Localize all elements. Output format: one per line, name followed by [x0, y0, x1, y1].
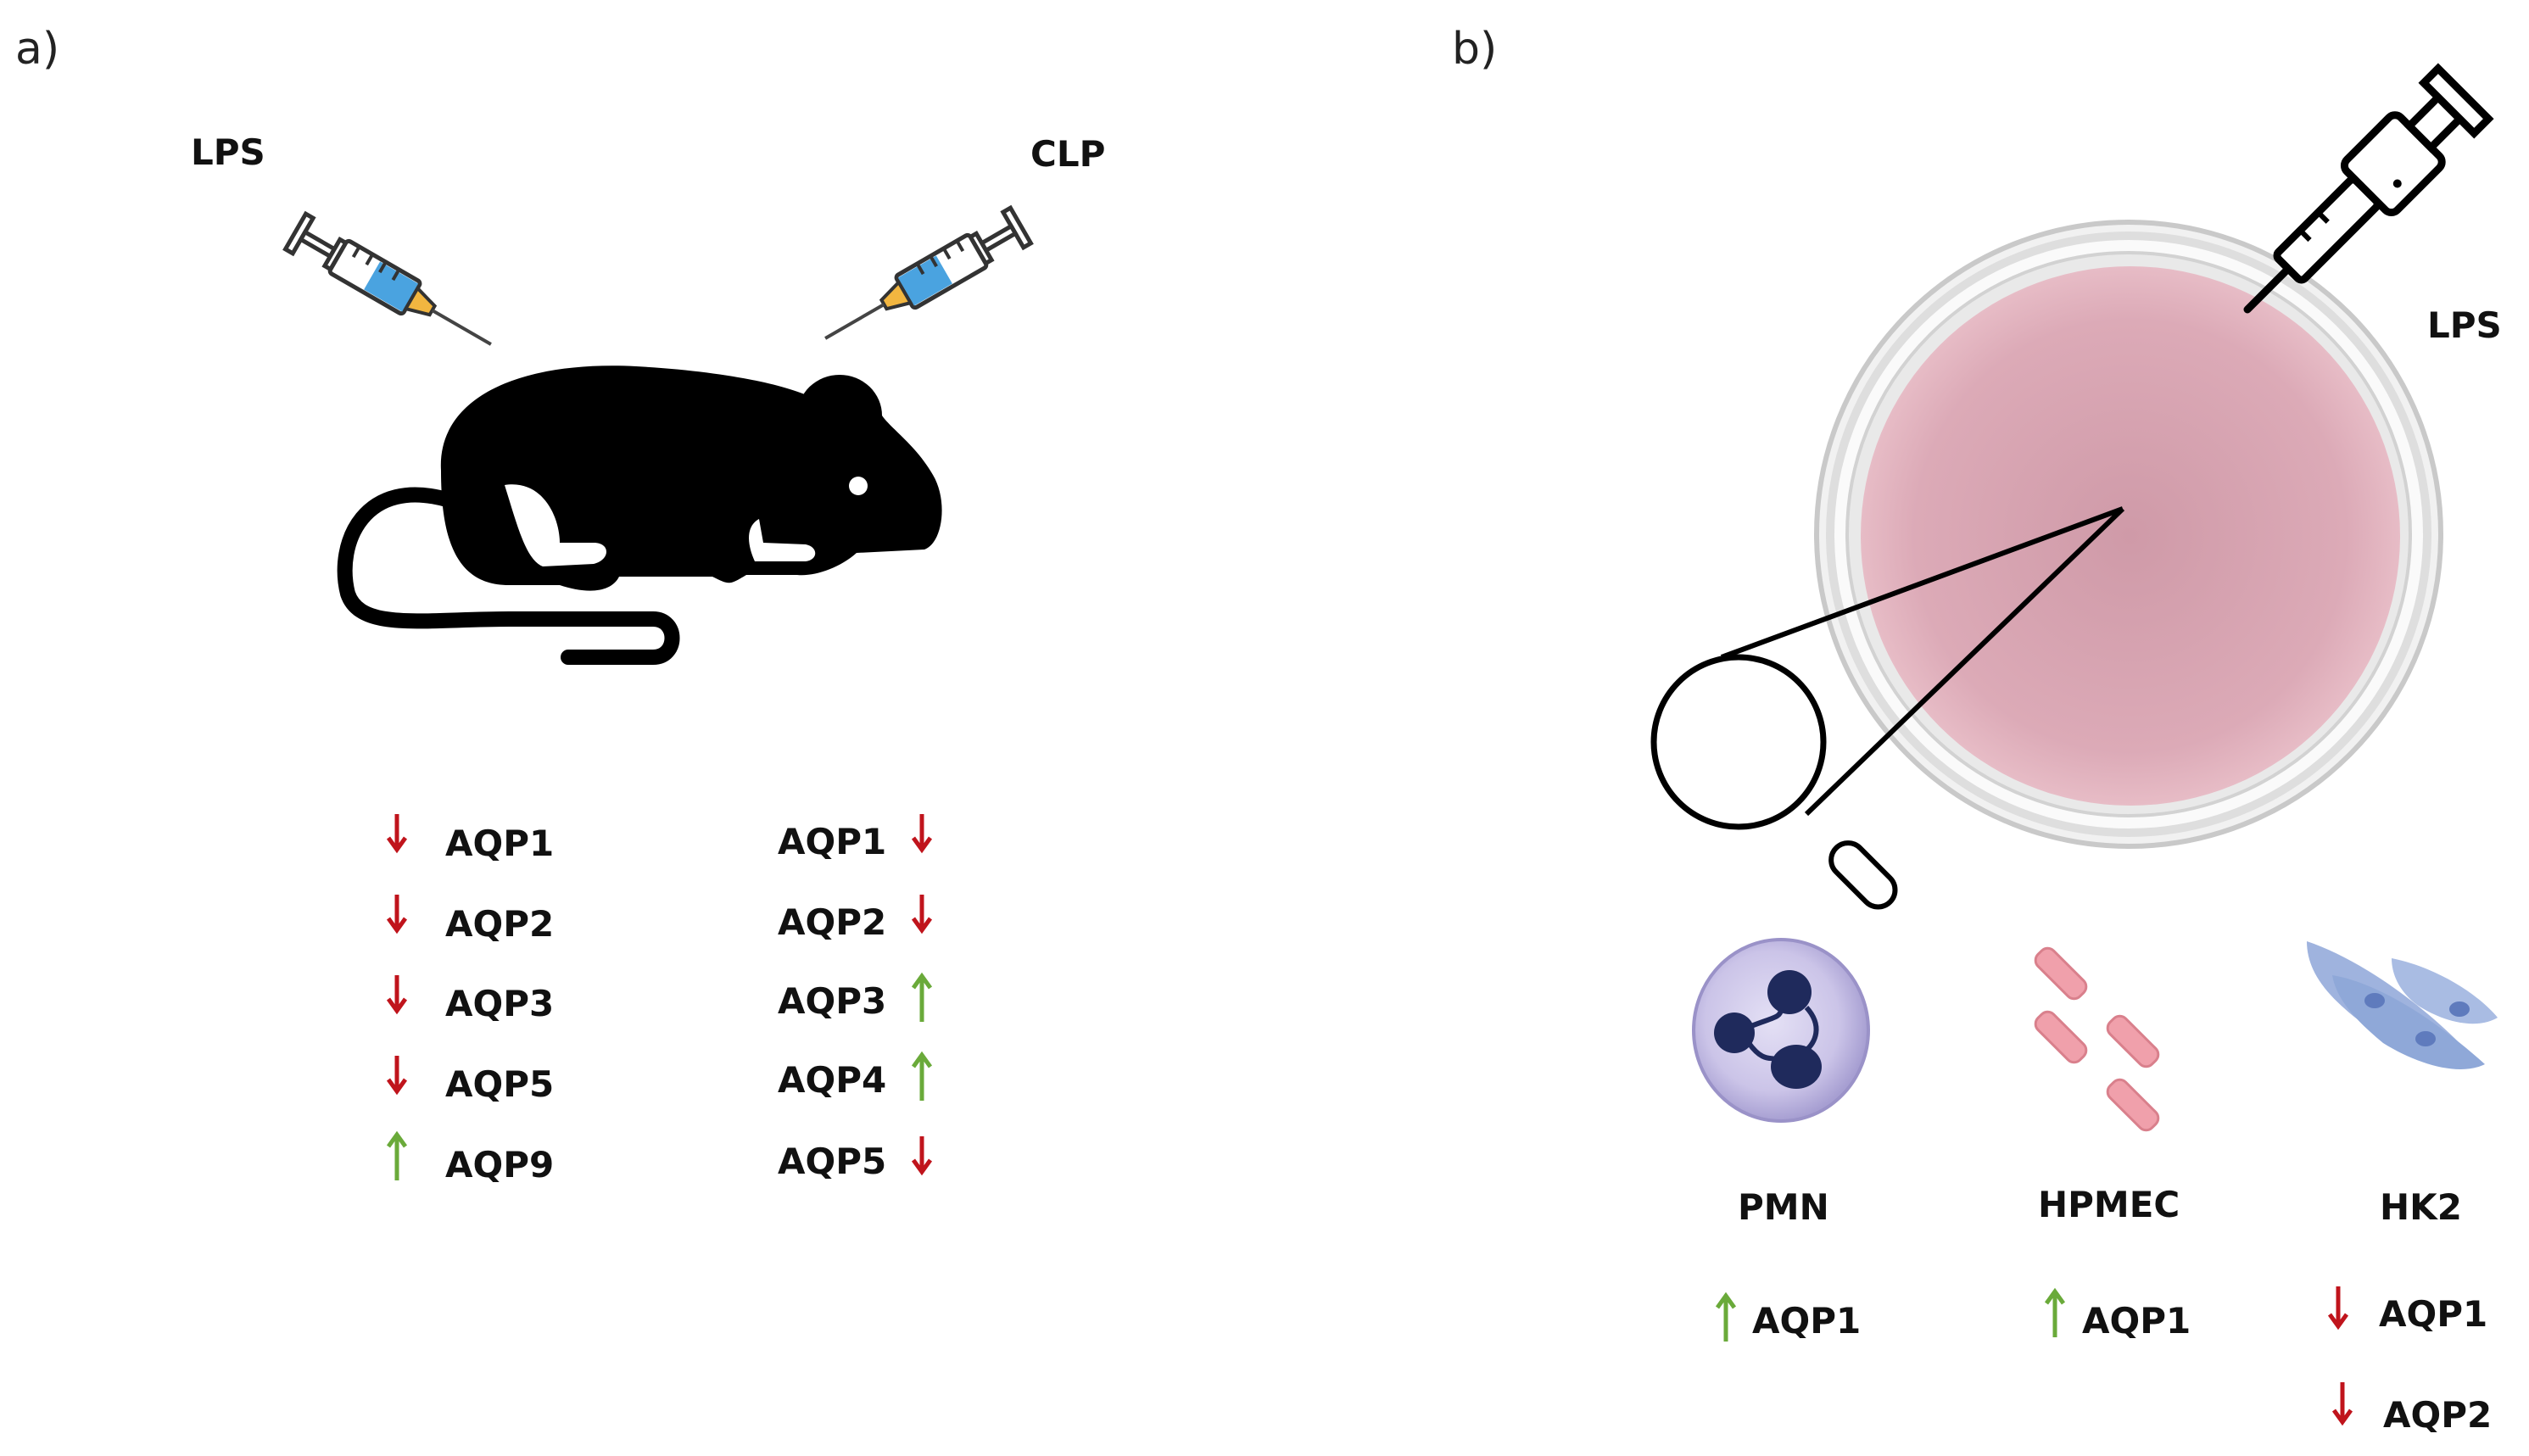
down-arrow-icon [386, 814, 408, 854]
neutrophil-icon [1692, 938, 1870, 1123]
up-arrow-icon [1715, 1291, 1737, 1342]
up-arrow-icon [911, 1051, 933, 1101]
gene-label: AQP1 [1752, 1300, 1861, 1342]
up-arrow-icon [386, 1130, 408, 1180]
gene-label: AQP9 [445, 1144, 554, 1185]
petri-dish-icon [1814, 220, 2443, 849]
pipette-icon [2243, 63, 2494, 314]
down-arrow-icon [386, 975, 408, 1015]
list-item: AQP9 [386, 1130, 554, 1185]
endothelial-cells-icon [2034, 946, 2160, 1132]
lps-label-b: LPS [2427, 304, 2502, 346]
list-item: AQP1 [2044, 1287, 2191, 1342]
list-item: AQP1 [1715, 1291, 1861, 1342]
gene-label: AQP3 [445, 983, 554, 1024]
magnifier-icon [1650, 506, 2125, 910]
cell-label-hk2: HK2 [2380, 1186, 2462, 1228]
list-item: AQP3 [778, 972, 933, 1022]
list-item: AQP5 [778, 1136, 933, 1182]
up-arrow-icon [911, 972, 933, 1022]
gene-label: AQP2 [2383, 1394, 2492, 1436]
cell-label-hpmec: HPMEC [2038, 1184, 2180, 1225]
gene-label: AQP5 [445, 1063, 554, 1105]
down-arrow-icon [2331, 1382, 2353, 1426]
list-item: AQP2 [2331, 1382, 2492, 1436]
kidney-cells-icon [2307, 941, 2498, 1069]
lps-label-a: LPS [191, 131, 265, 173]
cell-label-pmn: PMN [1738, 1186, 1829, 1228]
panel-a-label: a) [15, 24, 59, 75]
syringe-icon [282, 210, 492, 346]
list-item: AQP2 [778, 895, 933, 943]
list-item: AQP2 [386, 895, 554, 945]
down-arrow-icon [386, 895, 408, 934]
list-item: AQP1 [778, 814, 933, 862]
clp-label: CLP [1030, 133, 1105, 175]
down-arrow-icon [386, 1056, 408, 1096]
down-arrow-icon [911, 895, 933, 934]
list-item: AQP1 [386, 814, 554, 864]
up-arrow-icon [2044, 1287, 2066, 1337]
gene-label: AQP2 [778, 901, 886, 943]
clp-gene-list: AQP1 AQP2 AQP3 AQP4 AQP5 [778, 814, 933, 1182]
gene-label: AQP1 [445, 823, 554, 864]
gene-label: AQP1 [778, 821, 886, 862]
syringe-icon [824, 204, 1034, 340]
gene-label: AQP3 [778, 980, 886, 1022]
down-arrow-icon [2327, 1286, 2349, 1330]
list-item: AQP4 [778, 1051, 933, 1101]
gene-label: AQP2 [445, 903, 554, 945]
mouse-icon [337, 365, 942, 665]
list-item: AQP3 [386, 975, 554, 1024]
down-arrow-icon [911, 1136, 933, 1176]
gene-label: AQP1 [2379, 1293, 2487, 1335]
gene-label: AQP5 [778, 1141, 886, 1182]
panel-b-label: b) [1452, 24, 1497, 75]
list-item: AQP1 [2327, 1286, 2487, 1335]
gene-label: AQP4 [778, 1059, 886, 1101]
lps-gene-list: AQP1 AQP2 AQP3 AQP5 AQP9 [386, 814, 554, 1185]
list-item: AQP5 [386, 1056, 554, 1105]
down-arrow-icon [911, 814, 933, 854]
gene-label: AQP1 [2082, 1300, 2191, 1342]
